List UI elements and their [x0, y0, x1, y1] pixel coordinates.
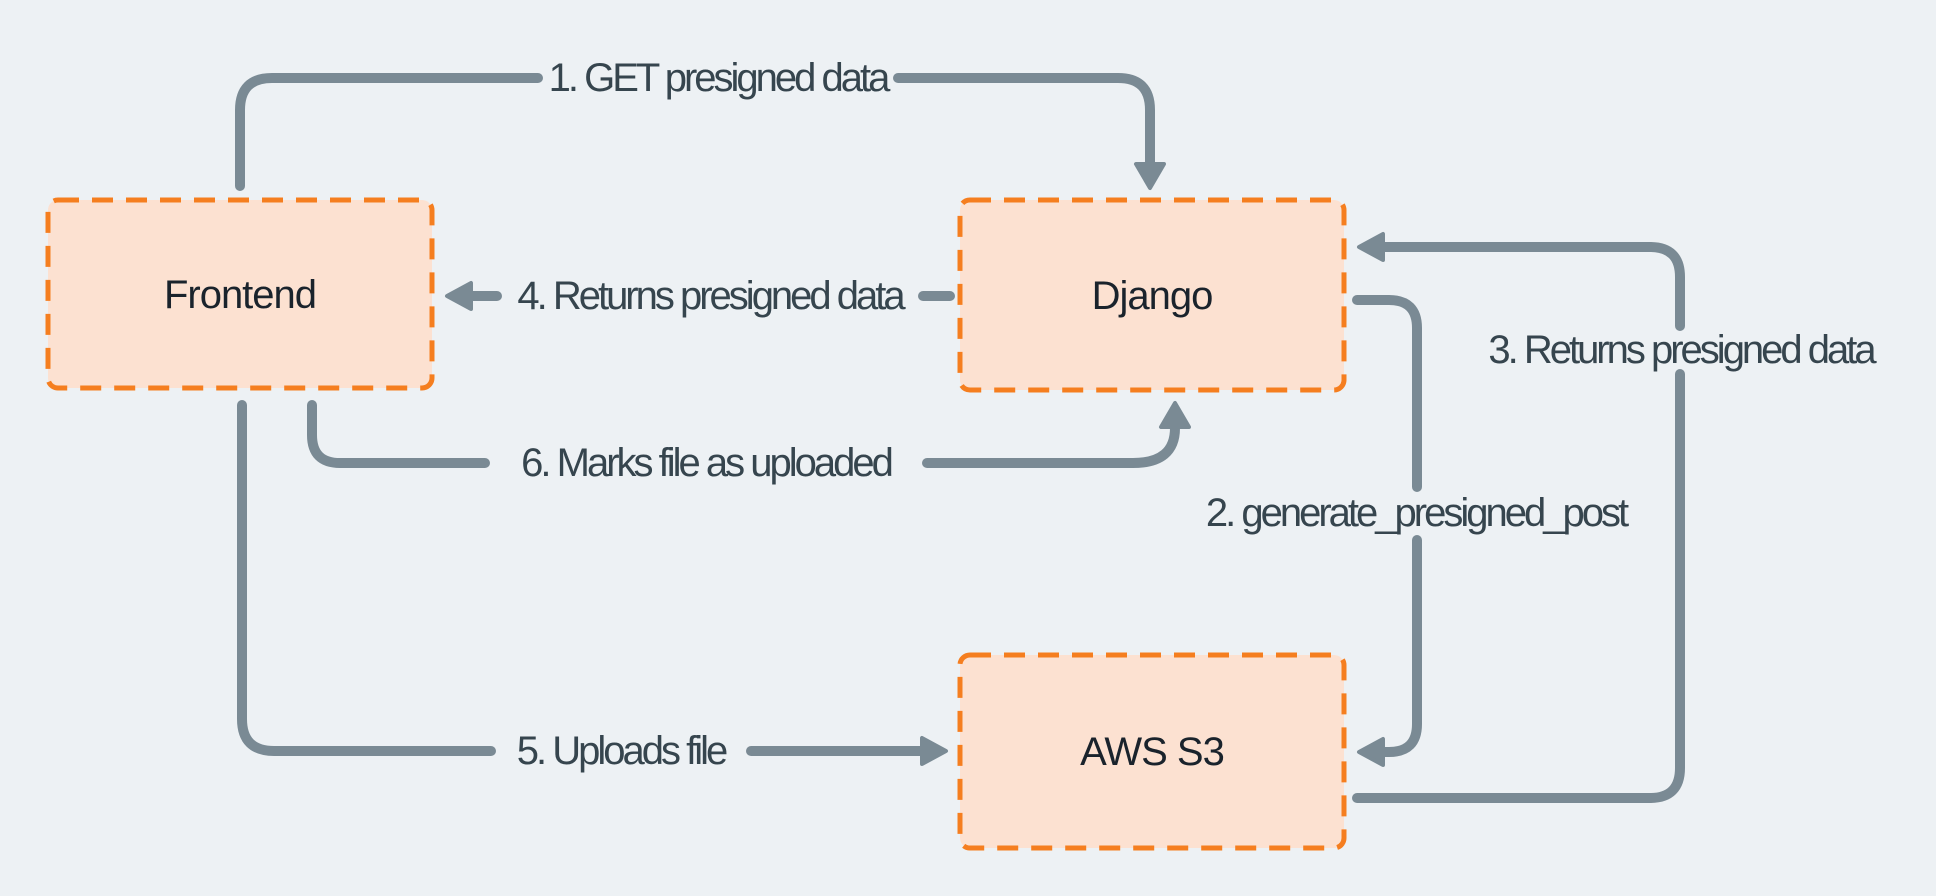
edge-6-arrowhead-up-icon — [1159, 401, 1191, 429]
edge-1-arrowhead-down-icon — [1134, 162, 1166, 190]
edge-2-arrowhead-left-icon — [1357, 737, 1385, 767]
edge-6-label: 6. Marks file as uploaded — [521, 441, 891, 485]
edge-3-returns-presigned-data-lower-segment — [1352, 369, 1685, 803]
edge-2-label: 2. generate_presigned_post — [1206, 491, 1629, 535]
node-aws-s3-box — [957, 652, 1347, 851]
edge-2-generate-presigned-post-lower-segment — [1379, 535, 1422, 757]
edge-layer — [235, 73, 1685, 803]
edge-4-label: 4. Returns presigned data — [517, 274, 906, 318]
edge-3-arrowhead-left-icon — [1357, 232, 1385, 262]
edge-6-marks-file-uploaded-left-segment — [307, 400, 490, 468]
node-frontend-box — [45, 197, 435, 391]
edge-5-uploads-file-left-segment — [237, 400, 496, 756]
node-frontend-label: Frontend — [164, 273, 316, 317]
edge-6-marks-file-uploaded-right-segment — [922, 423, 1180, 468]
edge-5-arrowhead-right-icon — [920, 736, 948, 766]
node-layer: Frontend Django AWS S3 — [45, 197, 1347, 851]
edge-3-label: 3. Returns presigned data — [1488, 328, 1877, 372]
edge-2-generate-presigned-post-upper-segment — [1352, 295, 1422, 492]
node-django-box — [957, 197, 1347, 393]
edge-3-returns-presigned-data-upper-segment — [1379, 242, 1685, 331]
edge-1-get-presigned-data-right-segment — [893, 73, 1155, 167]
edge-1-get-presigned-data-left-segment — [235, 73, 543, 191]
node-aws-s3-label: AWS S3 — [1080, 730, 1224, 774]
edge-label-layer: 1. GET presigned data 2. generate_presig… — [517, 56, 1881, 773]
node-django-label: Django — [1092, 274, 1213, 318]
edge-1-label: 1. GET presigned data — [549, 56, 891, 100]
edge-5-label: 5. Uploads file — [517, 729, 727, 773]
